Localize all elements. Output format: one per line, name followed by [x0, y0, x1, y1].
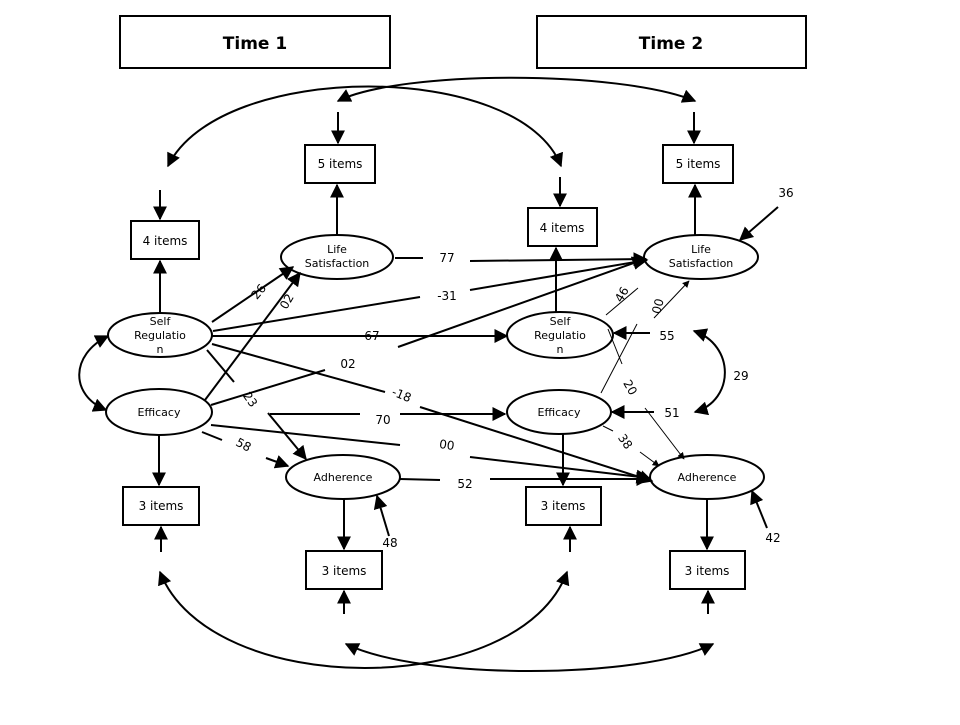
- svg-text:Self: Self: [550, 315, 572, 328]
- t2-items4-box: 4 items: [527, 207, 598, 247]
- cov-top-t1-items5-t2-items5: [336, 76, 697, 103]
- svg-text:4 items: 4 items: [540, 221, 585, 235]
- svg-text:Satisfaction: Satisfaction: [669, 257, 734, 270]
- t1-efficacy-node: Efficacy: [105, 388, 213, 436]
- path-adh1-adh2: [399, 478, 441, 481]
- resid-adh2: [750, 489, 768, 529]
- time2-header-box: [536, 15, 807, 69]
- coef-sr1-ls2: -31: [437, 289, 457, 303]
- path-eff1-ls2: [210, 369, 326, 406]
- svg-text:3 items: 3 items: [541, 499, 586, 513]
- svg-text:3 items: 3 items: [139, 499, 184, 513]
- path-eff2-ls2: [600, 323, 638, 394]
- coef-eff2-adh2: 38: [615, 431, 635, 452]
- cov-top-t1-items4-t2-items4: [167, 85, 563, 168]
- coef-sr2-eff2-cov: 29: [733, 369, 748, 383]
- svg-text:Regulatio: Regulatio: [534, 329, 586, 342]
- coef-eff1-ls2: 02: [340, 357, 355, 371]
- coef-eff1-sr1-adh1: 23: [240, 389, 260, 410]
- svg-text:Self: Self: [150, 315, 172, 328]
- svg-text:Efficacy: Efficacy: [538, 406, 581, 419]
- svg-text:3 items: 3 items: [322, 564, 367, 578]
- path-eff1-ls2-b: [397, 256, 647, 348]
- svg-text:Satisfaction: Satisfaction: [305, 257, 370, 270]
- t1-adherence-node: Adherence: [285, 454, 401, 500]
- path-sr2-adh2: [607, 328, 623, 365]
- t2-life-satisfaction-node: Life Satisfaction: [643, 234, 759, 280]
- coef-eff2-ls2: 00: [649, 297, 666, 315]
- time2-header: Time 2: [639, 34, 703, 54]
- svg-text:Regulatio: Regulatio: [134, 329, 186, 342]
- t2-items5-box: 5 items: [662, 144, 734, 184]
- path-eff1-adh1: [201, 431, 223, 441]
- path-eff2-ls2-b: [653, 280, 690, 319]
- path-eff2-adh2-b: [639, 451, 660, 467]
- coef-eff1-adh1: 58: [233, 435, 253, 455]
- path-sr1-adh1-b: [267, 412, 307, 461]
- t2-items3-efficacy-box: 3 items: [525, 486, 602, 526]
- path-sr1-ls2-b: [469, 255, 649, 291]
- coef-sr2-ls2: 46: [612, 284, 632, 304]
- path-eff2-adh2: [602, 425, 614, 432]
- path-sr1-adh1: [206, 349, 235, 383]
- cov-bottom-adh-items3: [344, 643, 715, 672]
- path-eff1-adh2-b: [469, 456, 651, 484]
- t2-efficacy-node: Efficacy: [506, 389, 612, 435]
- svg-text:Efficacy: Efficacy: [138, 406, 181, 419]
- t1-items3-efficacy-box: 3 items: [122, 486, 200, 526]
- coef-adh2-resid: 42: [765, 531, 780, 545]
- coef-sr2-resid: 55: [659, 329, 674, 343]
- svg-text:n: n: [157, 343, 164, 356]
- coef-eff1-eff2: 70: [375, 413, 390, 427]
- t1-items4-box: 4 items: [130, 220, 200, 260]
- path-ls1-ls2-b: [469, 252, 648, 267]
- svg-text:5 items: 5 items: [318, 157, 363, 171]
- t2-adherence-node: Adherence: [649, 454, 765, 500]
- path-sr2-adh2-b: [644, 407, 685, 460]
- t1-items5-box: 5 items: [304, 144, 376, 184]
- t2-self-regulation-node: Self Regulatio n: [506, 311, 614, 359]
- svg-text:Adherence: Adherence: [678, 471, 737, 484]
- coef-ls1-ls2: 77: [439, 251, 454, 265]
- coef-eff1-adh2: 00: [438, 437, 455, 453]
- t1-items3-adherence-box: 3 items: [305, 550, 383, 590]
- path-eff1-adh1-b: [265, 455, 290, 469]
- cov-sr1-eff1: [78, 335, 110, 412]
- path-eff1-adh2: [210, 424, 401, 446]
- time1-header-box: [119, 15, 391, 69]
- coef-sr1-adh2: -18: [390, 385, 413, 405]
- coef-ls2-resid: 36: [778, 186, 793, 200]
- svg-text:n: n: [557, 343, 564, 356]
- t1-life-satisfaction-node: Life Satisfaction: [280, 234, 394, 280]
- path-sr2-ls2: [605, 287, 639, 316]
- t2-items3-adherence-box: 3 items: [669, 550, 746, 590]
- path-sr1-adh2-b: [419, 406, 654, 484]
- svg-text:3 items: 3 items: [685, 564, 730, 578]
- resid-ls2: [738, 206, 779, 241]
- svg-text:Life: Life: [327, 243, 347, 256]
- coef-adh1-adh2: 52: [457, 477, 472, 491]
- coef-eff1-ls1: 02: [277, 291, 297, 311]
- svg-text:Adherence: Adherence: [314, 471, 373, 484]
- path-sr1-adh2: [211, 343, 386, 393]
- path-lines: [78, 76, 779, 672]
- resid-adh1: [373, 494, 390, 537]
- coef-adh1-resid: 48: [382, 536, 397, 550]
- coef-eff2-resid: 51: [664, 406, 679, 420]
- t1-self-regulation-node: Self Regulatio n: [107, 312, 213, 358]
- cov-bottom-t1-items3-t2-items3: [158, 570, 570, 669]
- path-sr1-ls2: [212, 296, 421, 332]
- svg-text:Life: Life: [691, 243, 711, 256]
- svg-text:5 items: 5 items: [676, 157, 721, 171]
- time1-header: Time 1: [223, 34, 287, 54]
- svg-text:4 items: 4 items: [143, 234, 188, 248]
- coef-sr1-sr2: 67: [364, 329, 379, 343]
- cov-sr2-eff2: [692, 328, 726, 416]
- coef-sr2-adh2: 20: [620, 377, 640, 397]
- path-sr1-ls1: [211, 266, 295, 323]
